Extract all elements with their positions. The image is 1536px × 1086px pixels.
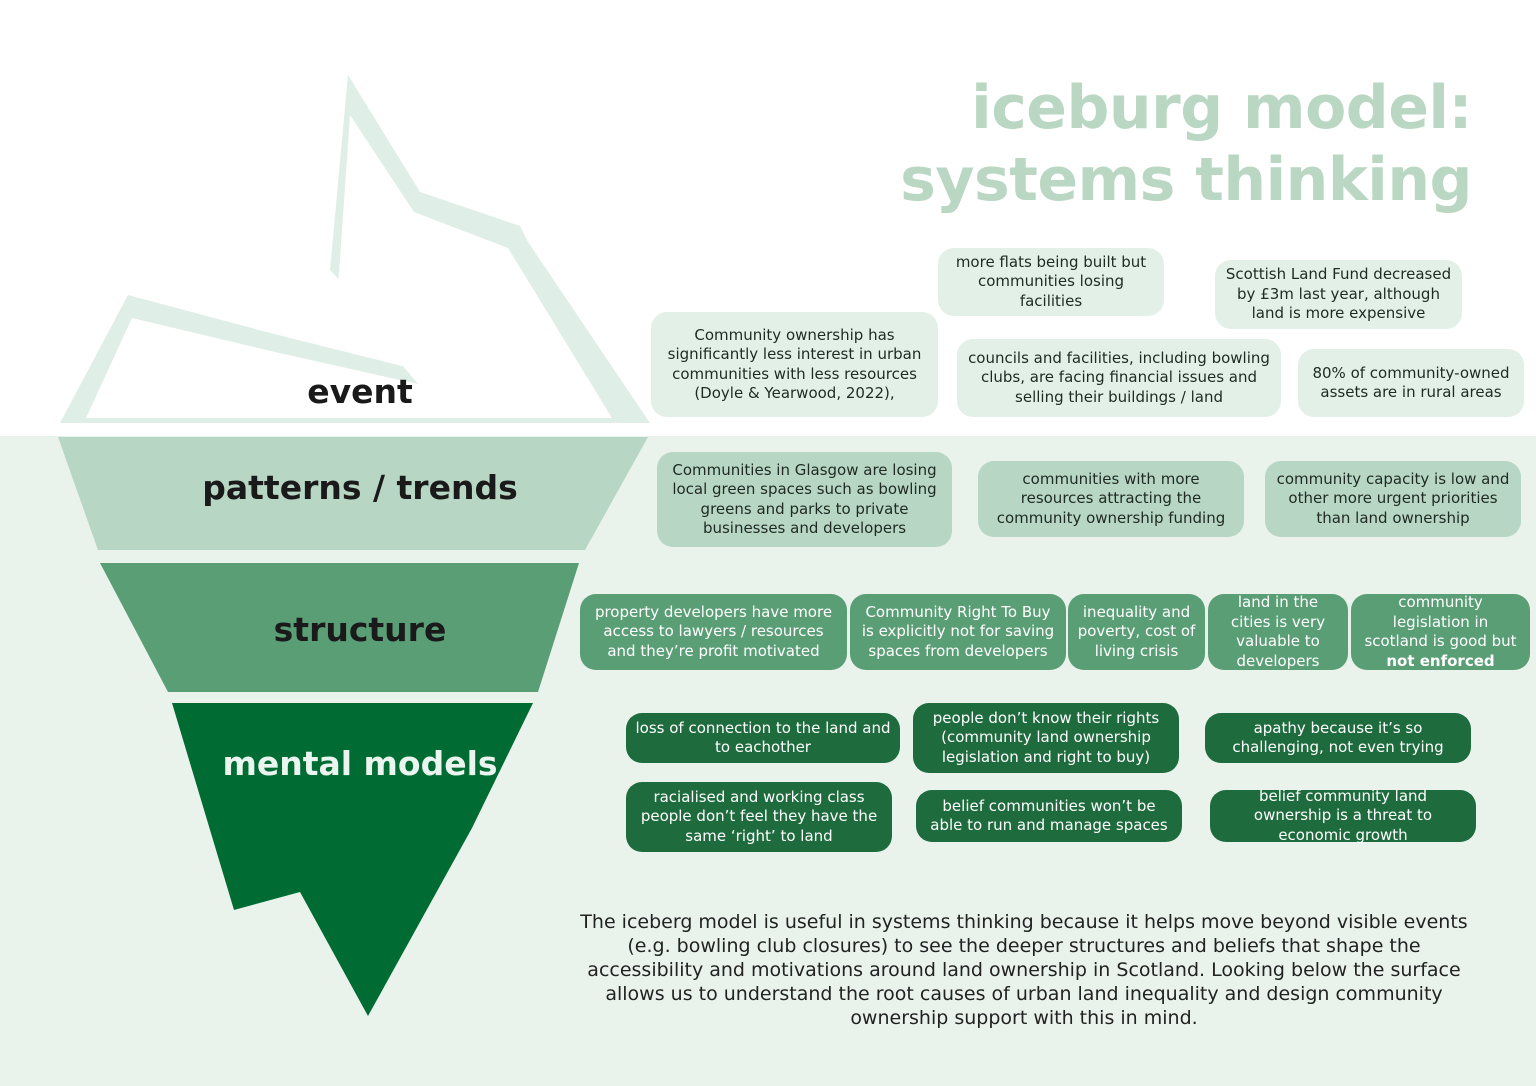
structure-note: property developers have more access to …	[580, 594, 847, 670]
mental-note: belief community land ownership is a thr…	[1210, 787, 1476, 844]
iceberg-mental-models-band	[172, 703, 533, 1016]
event-note: Community ownership has significantly le…	[651, 312, 938, 417]
mental-note: apathy because it’s so challenging, not …	[1205, 713, 1471, 763]
iceberg-structure-band	[100, 563, 579, 692]
mental-note: racialised and working class people don’…	[626, 782, 892, 852]
structure-note: Community Right To Buy is explicitly not…	[850, 594, 1066, 670]
title-line-2: systems thinking	[900, 145, 1472, 215]
mental-note: people don’t know their rights (communit…	[913, 703, 1179, 773]
structure-note-text: community legislation in scotland is goo…	[1359, 593, 1522, 671]
page-title: iceburg model: systems thinking	[900, 72, 1472, 216]
mental-note: loss of connection to the land and to ea…	[626, 713, 900, 763]
title-line-1: iceburg model:	[971, 73, 1472, 143]
layer-label-structure: structure	[273, 610, 447, 649]
iceberg-patterns-band	[58, 437, 648, 550]
event-note: 80% of community-owned assets are in rur…	[1298, 349, 1524, 417]
layer-label-patterns: patterns / trends	[202, 468, 518, 507]
pattern-note: communities with more resources attracti…	[978, 461, 1244, 537]
layer-label-mental-models: mental models	[222, 744, 498, 783]
event-note: more flats being built but communities l…	[938, 248, 1164, 316]
event-note: Scottish Land Fund decreased by £3m last…	[1215, 260, 1462, 329]
layer-label-event: event	[307, 372, 413, 411]
pattern-note: community capacity is low and other more…	[1265, 461, 1521, 537]
pattern-note: Communities in Glasgow are losing local …	[657, 452, 952, 547]
iceberg-peak-highlight	[86, 115, 612, 418]
summary-text: The iceberg model is useful in systems t…	[580, 911, 1468, 1029]
mental-note: belief communities won’t be able to run …	[916, 790, 1182, 842]
structure-note-prefix: community legislation in scotland is goo…	[1364, 593, 1517, 650]
structure-note: community legislation in scotland is goo…	[1351, 593, 1530, 671]
structure-note-emphasis: not enforced	[1386, 651, 1495, 670]
structure-note: inequality and poverty, cost of living c…	[1068, 594, 1205, 670]
event-note: councils and facilities, including bowli…	[957, 339, 1281, 417]
structure-note: land in the cities is very valuable to d…	[1208, 593, 1348, 670]
